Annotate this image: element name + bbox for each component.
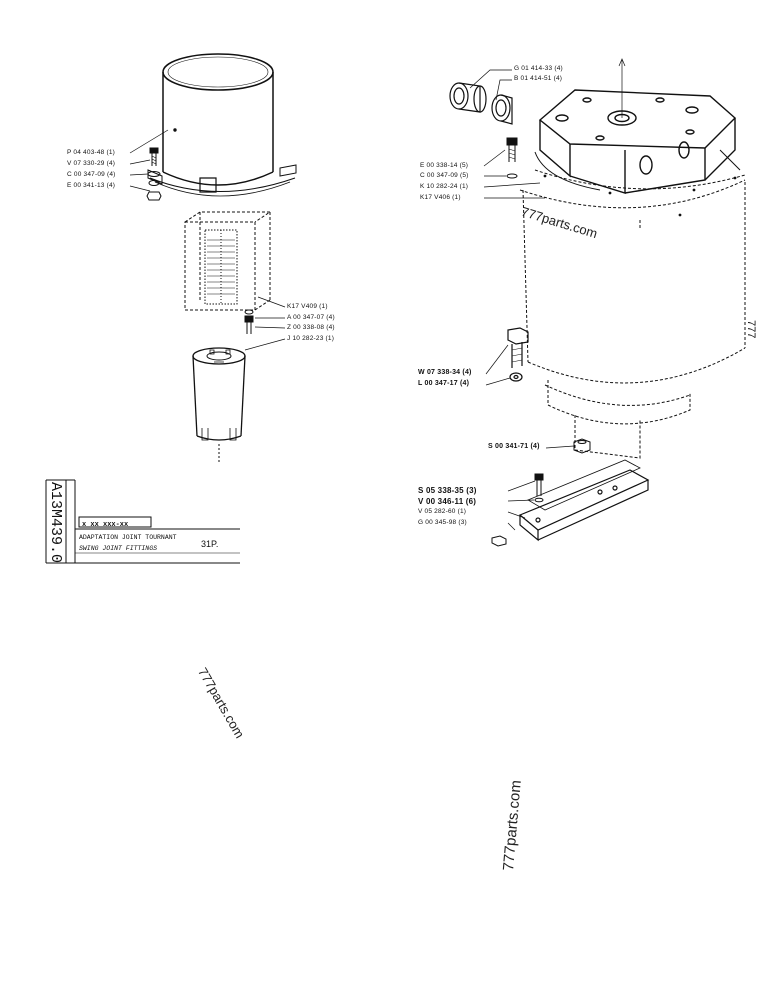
page-reference: 31P. <box>201 539 219 549</box>
body-dots <box>543 174 737 217</box>
part-label: E 00 341-13 (4) <box>67 182 116 189</box>
filter-element <box>207 239 235 295</box>
leader-lines-right <box>469 69 575 531</box>
swing-joint-body <box>519 169 746 459</box>
part-label: E 00 338-14 (5) <box>420 162 469 169</box>
bolt-bracket <box>491 473 544 547</box>
support-bracket <box>518 459 650 542</box>
part-label: K 10 282-24 (1) <box>420 183 469 190</box>
part-label: Z 00 338-08 (4) <box>287 324 335 331</box>
bolt-stack-left <box>146 147 162 201</box>
part-label: C 00 347-09 (4) <box>67 171 116 178</box>
edge-watermark: 777 <box>745 320 757 339</box>
part-label: V 07 330-29 (4) <box>67 160 116 167</box>
title-french: ADAPTATION JOINT TOURNANT <box>79 534 177 541</box>
part-label: G 01 414-33 (4) <box>514 65 563 72</box>
part-label: A 00 347-07 (4) <box>287 314 335 321</box>
document-code: A13M439.0 <box>47 482 64 564</box>
part-label: S 00 341-71 (4) <box>488 443 540 450</box>
part-label: V 05 282-60 (1) <box>418 508 467 515</box>
bolt-large-right <box>507 327 529 382</box>
nut-right <box>573 438 591 454</box>
part-code: x xx xxx-xx <box>82 521 129 529</box>
bolt-top-right <box>506 137 518 179</box>
part-label: G 00 345-98 (3) <box>418 519 467 526</box>
swing-joint-head <box>534 58 741 194</box>
title-english: SWING JOINT FITTINGS <box>79 545 158 552</box>
bolt-small-left <box>244 309 254 334</box>
part-label: C 00 347-09 (5) <box>420 172 469 179</box>
part-label: K17 V406 (1) <box>420 194 461 201</box>
joint-sleeve <box>192 347 246 462</box>
part-label: S 05 338-35 (3) <box>418 486 477 495</box>
title-block <box>45 479 240 564</box>
part-label: W 07 338-34 (4) <box>418 369 472 376</box>
part-label: V 00 346-11 (6) <box>418 497 477 506</box>
part-label: J 10 282-23 (1) <box>287 335 335 342</box>
leader-lines-left <box>129 129 286 351</box>
cylinder-cover <box>147 53 297 197</box>
part-label: P 04 403-48 (1) <box>67 149 116 156</box>
filter-cage <box>184 211 272 311</box>
part-label: L 00 347-17 (4) <box>418 380 470 387</box>
part-label: K17 V409 (1) <box>287 303 328 310</box>
part-label: B 01 414-51 (4) <box>514 75 563 82</box>
hose-fitting <box>449 82 513 125</box>
